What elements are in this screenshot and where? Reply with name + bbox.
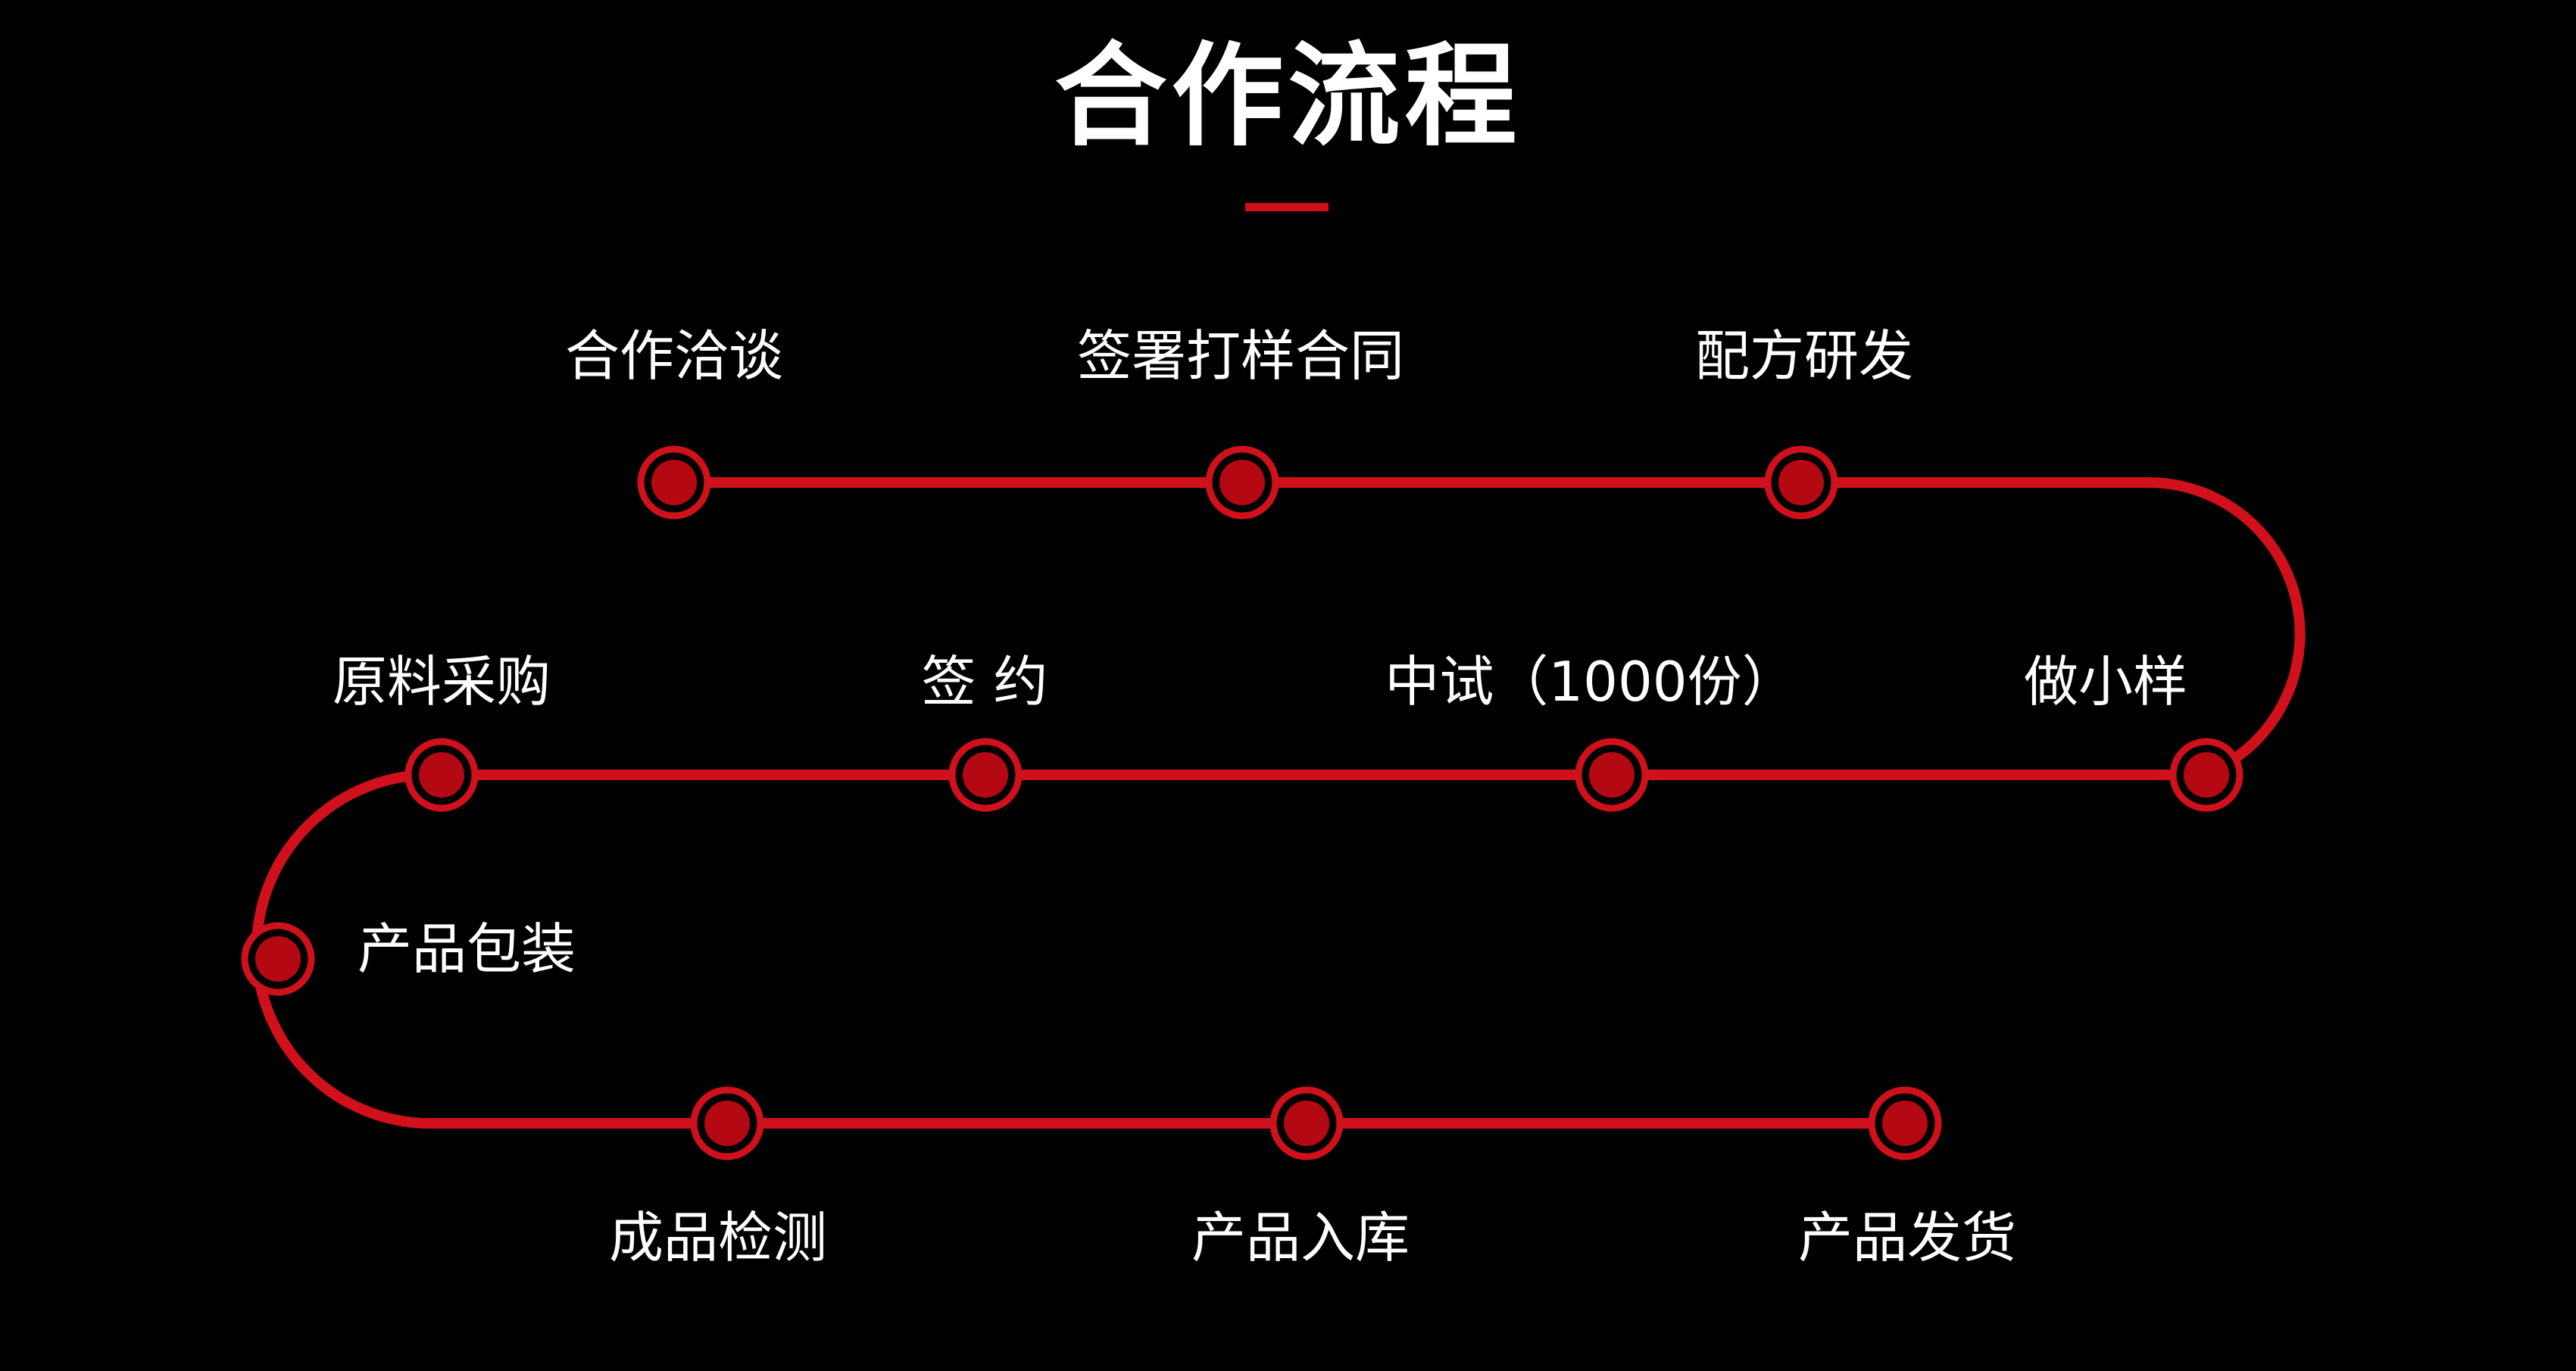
step-label-2: 签署打样合同 [1076,324,1405,388]
step-node-5 [1575,738,1649,812]
step-node-11 [1868,1086,1942,1160]
step-node-10 [1269,1086,1344,1160]
step-node-3 [1764,445,1838,520]
step-label-7: 原料采购 [332,650,551,714]
step-label-10: 产品入库 [1191,1206,1410,1270]
step-label-6: 签 约 [921,650,1048,714]
step-label-8: 产品包装 [358,917,576,981]
step-node-4 [2169,738,2243,812]
page-title: 合作流程 [1054,30,1522,161]
step-node-8 [241,922,315,996]
step-label-1: 合作洽谈 [564,324,784,388]
step-node-6 [948,738,1023,812]
step-label-4: 做小样 [2023,650,2188,714]
step-node-1 [637,445,711,520]
flow-path [251,477,2306,1129]
step-label-11: 产品发货 [1797,1206,2017,1270]
step-label-3: 配方研发 [1694,324,1914,388]
step-label-9: 成品检测 [608,1206,828,1270]
step-node-9 [690,1086,764,1160]
step-node-2 [1205,445,1279,520]
step-label-5: 中试（1000份） [1385,650,1797,714]
title-underline [1245,203,1329,211]
step-node-7 [404,738,479,812]
